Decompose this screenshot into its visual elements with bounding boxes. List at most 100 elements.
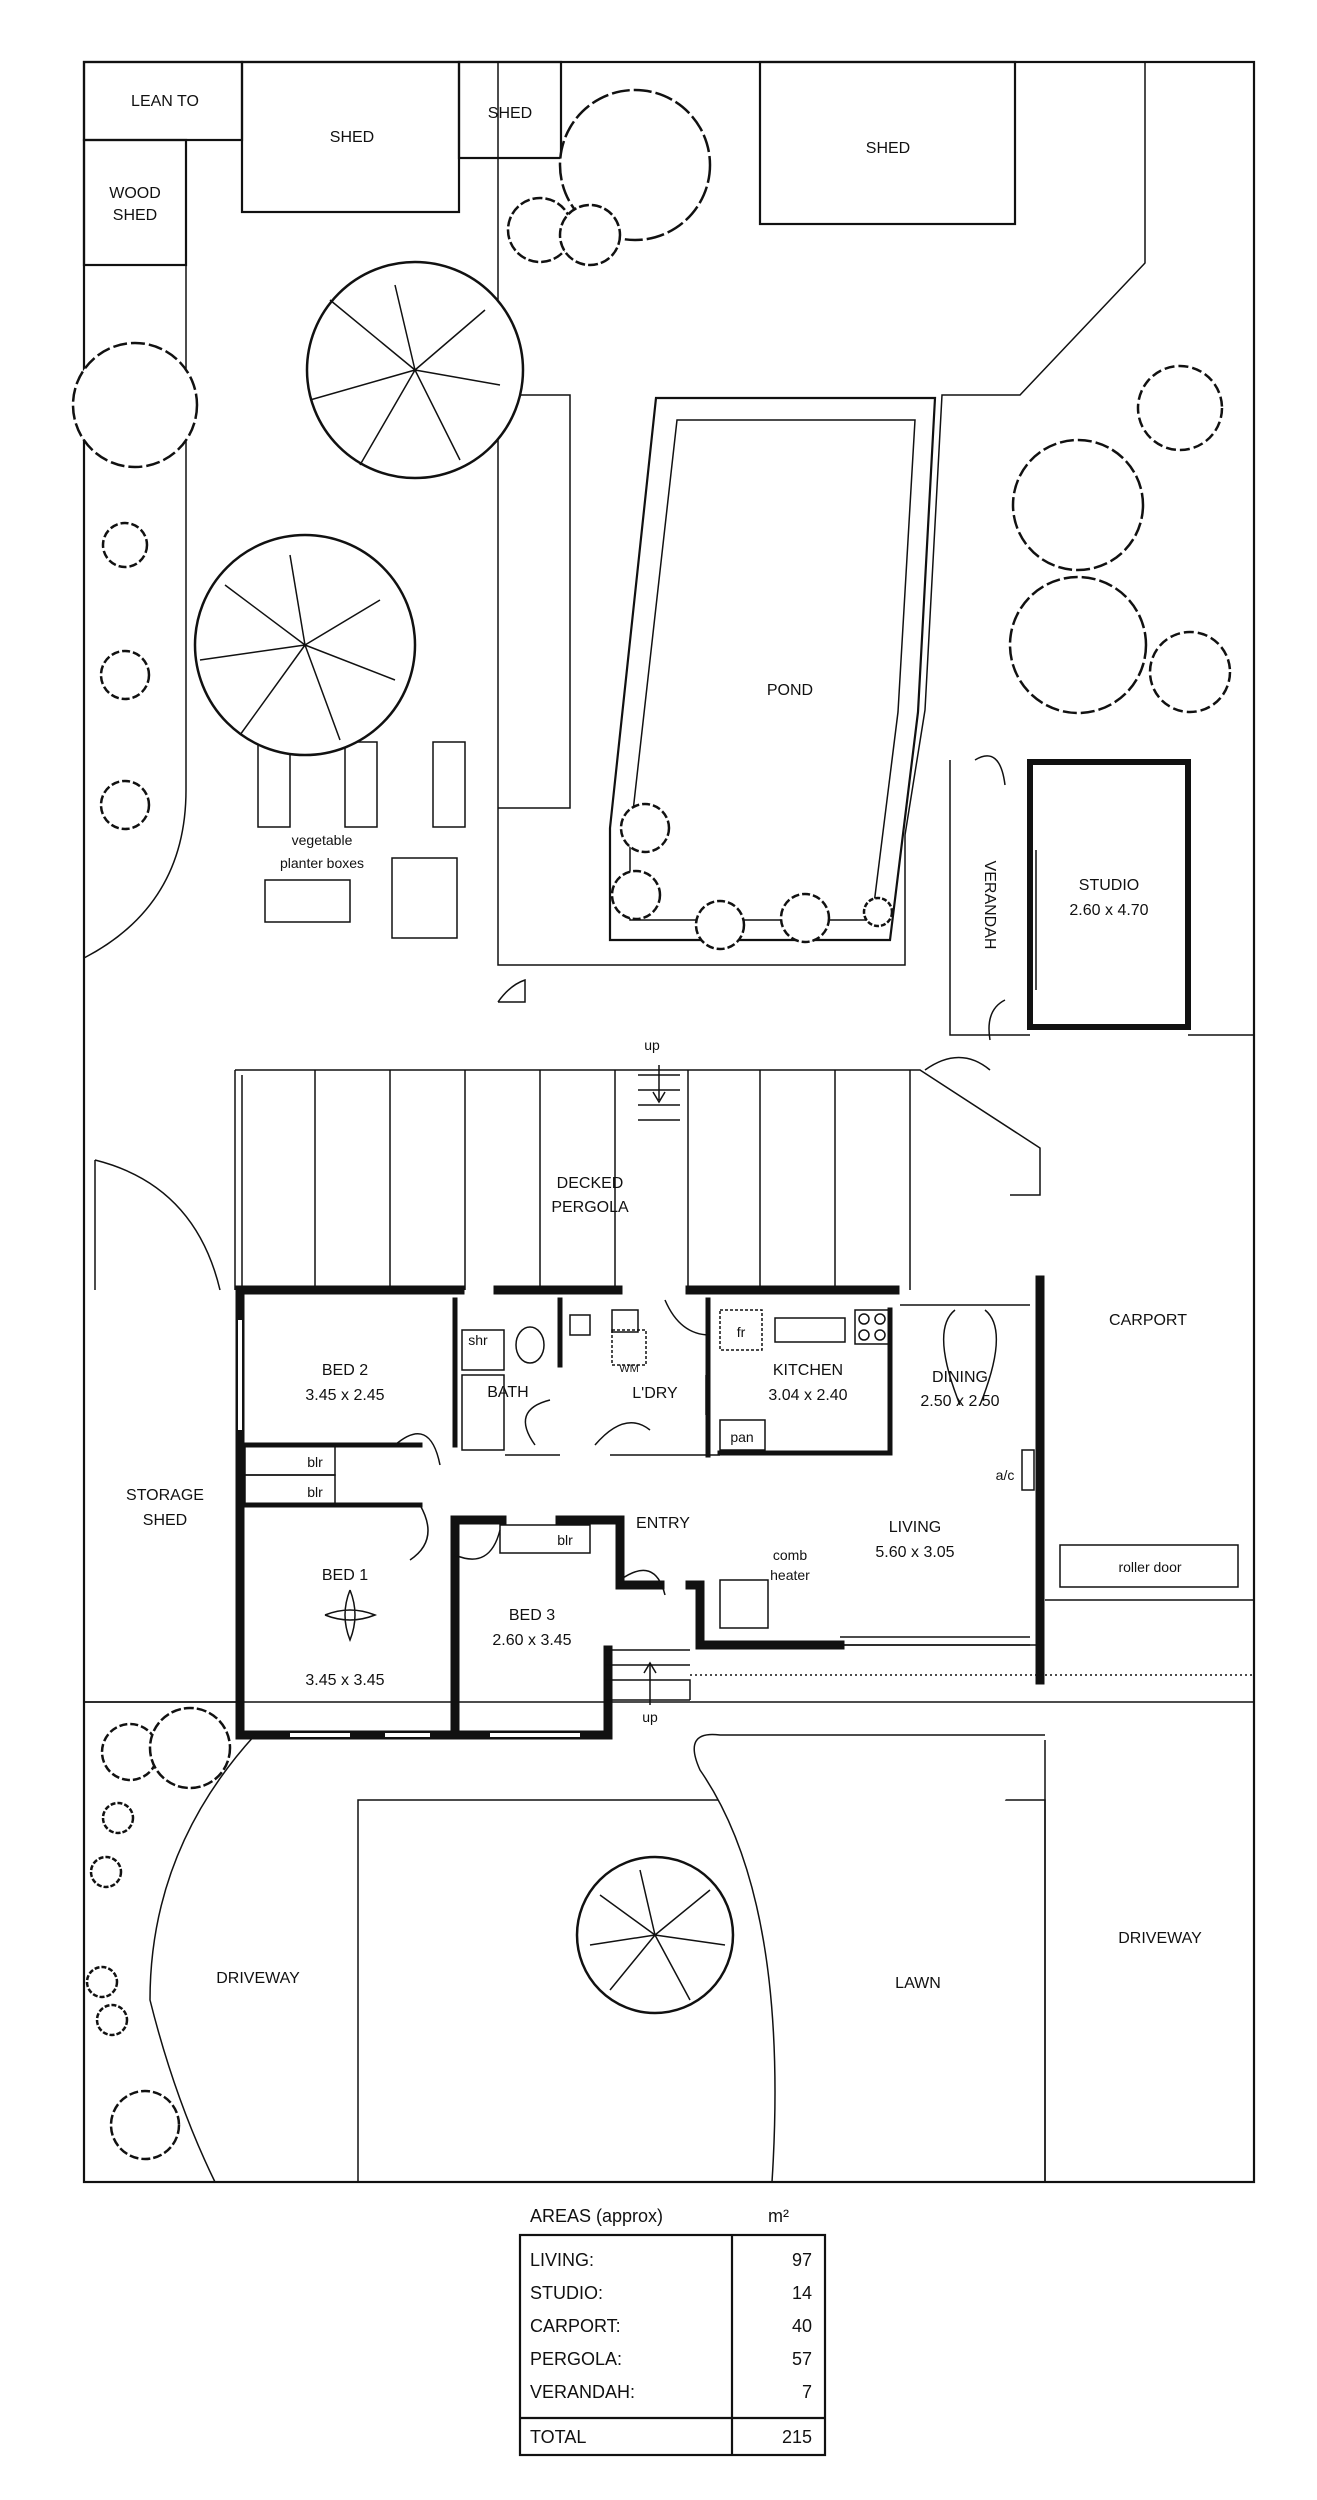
label-storage-shed: SHED [143,1512,187,1529]
roller-door [1059,1544,1239,1588]
shrub-front-1 [101,1801,135,1835]
area-row-label: PERGOLA: [530,2349,622,2369]
shrub-left-3 [99,779,151,831]
label-studio-dim: 2.60 x 4.70 [1069,902,1148,919]
areas-table: AREAS (approx) m² LIVING: 97 STUDIO: 14 … [518,2206,827,2457]
shed-3 [758,60,1017,226]
label-wood-shed-2: SHED [113,207,157,224]
label-shed-2: SHED [488,105,532,122]
label-comb: comb [773,1547,807,1563]
pergola-door [924,1056,991,1071]
tree-front-2 [148,1706,232,1790]
label-ac: a/c [996,1467,1015,1483]
label-living-dim: 5.60 x 3.05 [875,1544,954,1561]
shrub-front-4 [95,2003,129,2037]
pergola-up-arrow [652,1065,666,1104]
label-wm: WM [619,1363,639,1375]
toilet [515,1326,545,1364]
tree-right-4 [1148,630,1232,714]
tree-right-2 [1011,438,1145,572]
fr-box [719,1309,763,1351]
shrub-left-1 [101,521,149,569]
area-row-value: 57 [792,2349,812,2369]
pan-box [719,1419,766,1451]
area-row-label: CARPORT: [530,2316,621,2336]
label-driveway-left: DRIVEWAY [216,1970,300,1987]
label-living: LIVING [889,1519,941,1536]
label-shed-3: SHED [866,140,910,157]
bath-door [524,1399,551,1446]
label-bath: BATH [487,1384,528,1401]
label-bed1: BED 1 [322,1567,368,1584]
laundry-trough [611,1309,639,1333]
shrub-pond-2 [610,869,662,921]
label-lawn: LAWN [895,1975,941,1992]
burner-1 [858,1313,870,1325]
burner-3 [858,1329,870,1341]
label-fr: fr [737,1324,746,1340]
label-bed3: BED 3 [509,1607,555,1624]
palm-tree-2 [193,533,417,757]
planter-1 [257,741,291,828]
area-row-value: 40 [792,2316,812,2336]
label-entry: ENTRY [636,1515,690,1532]
label-studio: STUDIO [1079,877,1139,894]
label-dining: DINING [932,1369,988,1386]
label-blr-2: blr [307,1484,323,1500]
blr-box-3 [499,1524,591,1554]
label-blr-3: blr [557,1532,573,1548]
kitchen-sink [774,1317,846,1343]
label-ldry: L'DRY [632,1385,678,1402]
basin [569,1314,591,1336]
label-pan: pan [730,1429,753,1445]
label-shr: shr [468,1332,488,1348]
area-total-label: TOTAL [530,2427,586,2447]
label-kitchen: KITCHEN [773,1362,843,1379]
label-kitchen-dim: 3.04 x 2.40 [768,1387,847,1404]
tree-right-3 [1008,575,1148,715]
comb-heater [719,1579,769,1629]
pergola-outline [235,1069,1041,1196]
label-driveway-right: DRIVEWAY [1118,1930,1202,1947]
area-row-value: 14 [792,2283,812,2303]
studio-door-bottom [988,999,1006,1041]
tree-right-1 [1136,364,1224,452]
label-dining-dim: 2.50 x 2.50 [920,1393,999,1410]
studio-door-top [974,755,1006,786]
area-total-value: 215 [782,2427,812,2447]
cooktop [854,1309,890,1345]
label-planter-boxes: planter boxes [280,855,364,871]
left-garden-path [83,265,187,959]
shrub-front-2 [89,1855,123,1889]
label-shed-1: SHED [330,129,374,146]
lawn-curve [693,1733,1045,2183]
palm-tree-1 [305,260,525,480]
bed3-door [454,1529,501,1560]
shr [461,1329,505,1371]
garden-bed-inner [498,394,571,809]
label-carport: CARPORT [1109,1312,1187,1329]
tree-top-1 [506,88,712,267]
label-bed2-dim: 3.45 x 2.45 [305,1387,384,1404]
verandah-outline [949,760,1030,1036]
label-pergola: PERGOLA [551,1199,629,1216]
ldry-door [594,1422,651,1446]
area-row-value: 7 [802,2382,812,2402]
label-up-bottom: up [642,1709,658,1725]
ceiling-fan [324,1589,378,1643]
label-blr-1: blr [307,1454,323,1470]
wood-shed [82,138,188,267]
blr-box-2 [244,1474,336,1506]
entry-steps [605,1649,691,1701]
pond-outline [608,396,937,942]
entry-door [619,1569,666,1596]
label-pond: POND [767,682,813,699]
entry-up-arrow [643,1661,657,1705]
left-driveway-curve [149,1734,256,2183]
label-bed1-dim: 3.45 x 3.45 [305,1672,384,1689]
label-decked: DECKED [557,1175,624,1192]
tree-front-3 [109,2089,181,2161]
planter-3 [432,741,466,828]
shrub-left-2 [99,649,151,701]
label-heater: heater [770,1567,810,1583]
